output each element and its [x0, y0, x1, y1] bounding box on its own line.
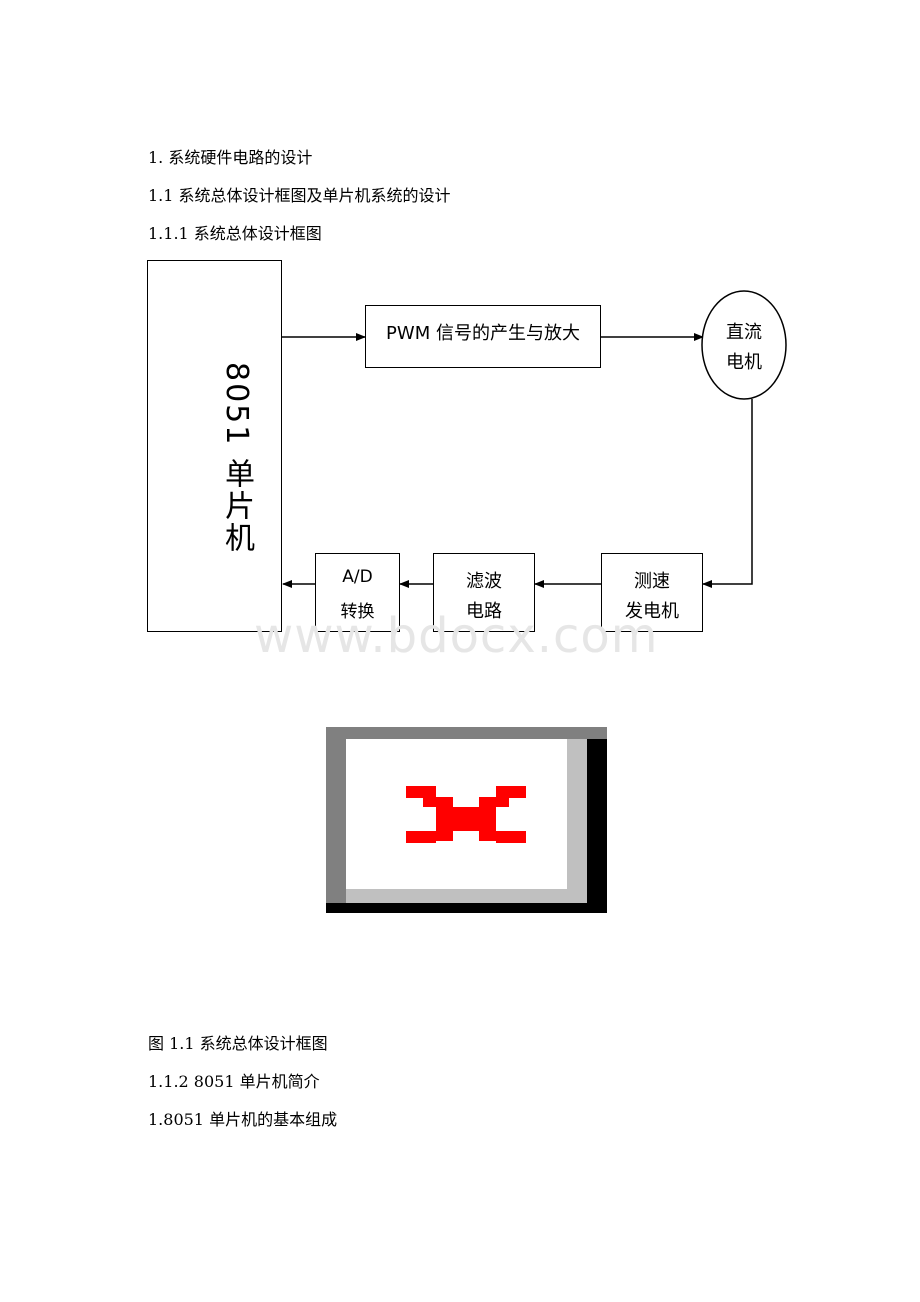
heading-1-1: 1.1 系统总体设计框图及单片机系统的设计 [148, 186, 451, 205]
motor-ellipse [701, 290, 787, 400]
tacho-label-line1: 测速 [634, 571, 670, 592]
tacho-label-line2: 发电机 [625, 601, 679, 622]
heading-basic-composition: 1.8051 单片机的基本组成 [148, 1110, 338, 1129]
mcu-label: 8051 单片机 [219, 362, 254, 554]
mcu-block [147, 260, 282, 632]
heading-1-1-2: 1.1.2 8051 单片机简介 [148, 1072, 320, 1091]
filter-label-line2: 电路 [466, 601, 502, 622]
motor-label-line2: 电机 [726, 352, 762, 373]
arrow-motor-to-tacho [702, 399, 753, 588]
figure-caption: 图 1.1 系统总体设计框图 [148, 1034, 328, 1053]
filter-block [433, 553, 535, 632]
pwm-label: PWM 信号的产生与放大 [386, 323, 580, 344]
heading-1: 1. 系统硬件电路的设计 [148, 148, 313, 167]
broken-image-icon [326, 727, 607, 913]
filter-label-line1: 滤波 [466, 571, 502, 592]
red-x-mark [406, 786, 526, 843]
heading-1-1-1: 1.1.1 系统总体设计框图 [148, 224, 322, 243]
adc-label-line2: 转换 [340, 602, 375, 622]
adc-block [315, 553, 400, 632]
diagram-connectors [282, 290, 787, 588]
watermark: www.bdocx.com [254, 608, 659, 664]
tacho-generator-block [601, 553, 703, 632]
motor-label-line1: 直流 [726, 322, 762, 343]
adc-label-line1: A/D [342, 567, 373, 587]
pwm-block [365, 305, 601, 368]
